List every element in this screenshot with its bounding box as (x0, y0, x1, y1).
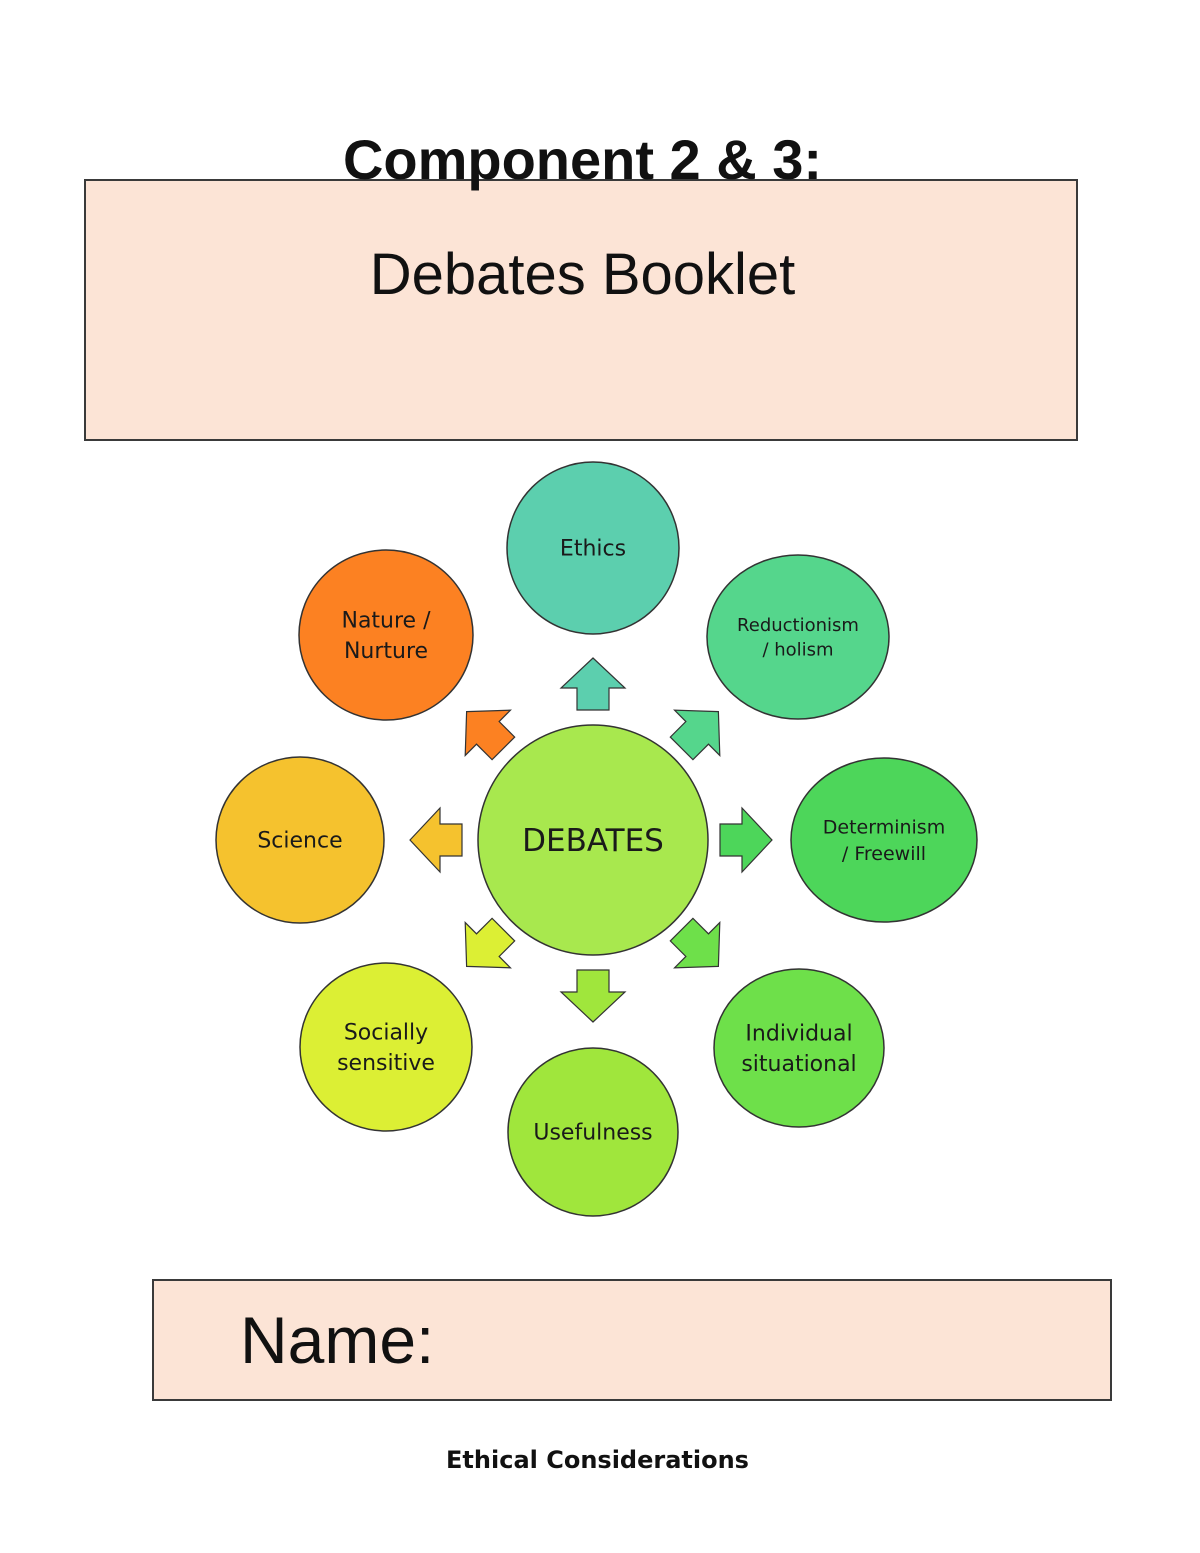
node-center: DEBATES (477, 724, 709, 956)
node-socially-label: Socially (344, 1021, 428, 1046)
arrows-layer (409, 657, 773, 1023)
node-usefulness-label: Usefulness (533, 1121, 652, 1146)
node-individual-label: situational (741, 1052, 856, 1077)
node-science-label: Science (257, 829, 342, 854)
arrow-science (409, 806, 463, 874)
node-determinism: Determinism / Freewill (790, 757, 978, 923)
center-circle (477, 724, 709, 956)
node-determinism-circle (790, 757, 978, 923)
node-ethics: Ethics (506, 461, 680, 635)
node-individual-label: Individual (745, 1022, 852, 1047)
node-usefulness: Usefulness (507, 1047, 679, 1217)
node-socially-circle (299, 962, 473, 1132)
node-usefulness-circle (507, 1047, 679, 1217)
section-heading: Ethical Considerations (446, 1446, 749, 1474)
node-determinism-label: / Freewill (842, 843, 926, 865)
page-subtitle: Debates Booklet (369, 242, 796, 307)
arrow-determinism (719, 806, 773, 874)
node-socially-label: sensitive (337, 1051, 435, 1076)
node-ethics-circle (506, 461, 680, 635)
node-nature: Nature / Nurture (298, 549, 474, 721)
center-label: DEBATES (522, 823, 664, 859)
node-reductionism: Reductionism / holism (706, 554, 890, 720)
title-box (84, 179, 1078, 441)
node-ethics-label: Ethics (560, 537, 626, 562)
arrow-reductionism (669, 709, 721, 761)
arrow-usefulness (559, 969, 627, 1023)
name-box[interactable]: Name: (152, 1279, 1112, 1401)
arrow-nature (464, 709, 516, 761)
name-label: Name: (240, 1303, 435, 1377)
node-reductionism-label: / holism (762, 640, 833, 661)
node-reductionism-circle (706, 554, 890, 720)
node-individual-circle (713, 968, 885, 1128)
arrow-socially (464, 917, 516, 969)
page-title: Component 2 & 3: (342, 128, 823, 191)
node-reductionism-label: Reductionism (737, 615, 859, 636)
node-individual: Individual situational (713, 968, 885, 1128)
arrow-ethics (559, 657, 627, 711)
node-nature-label: Nurture (344, 639, 428, 664)
node-science: Science (215, 756, 385, 924)
node-science-circle (215, 756, 385, 924)
node-nature-label: Nature / (341, 609, 431, 634)
node-determinism-label: Determinism (823, 817, 945, 839)
node-socially: Socially sensitive (299, 962, 473, 1132)
arrow-individual (669, 917, 721, 969)
node-nature-circle (298, 549, 474, 721)
